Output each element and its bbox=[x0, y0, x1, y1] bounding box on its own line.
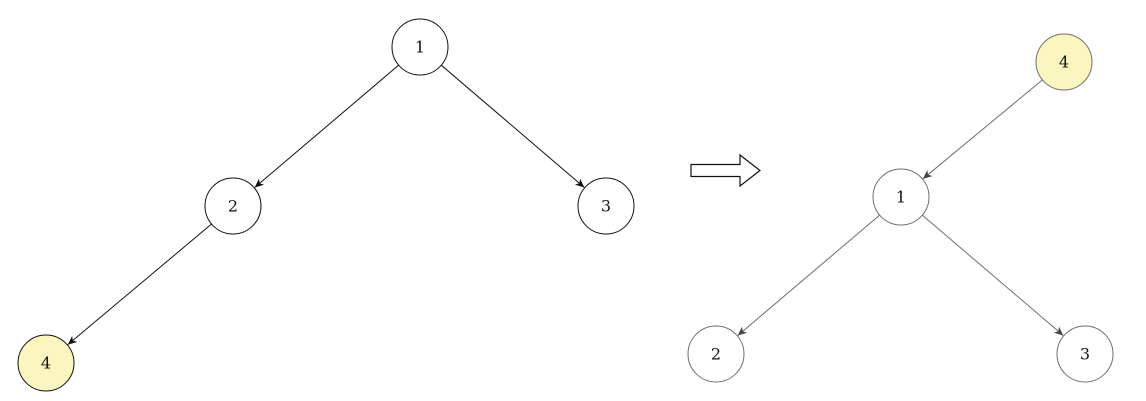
edge-1-to-3 bbox=[440, 64, 585, 188]
tree-node-3: 3 bbox=[1056, 325, 1114, 383]
tree-node-2: 2 bbox=[204, 177, 262, 235]
after-tree-edges bbox=[737, 79, 1064, 336]
node-label: 4 bbox=[1059, 53, 1069, 72]
edge-1-to-2 bbox=[254, 64, 399, 188]
tree-node-3: 3 bbox=[577, 177, 635, 235]
before-tree-nodes: 1 2 3 4 bbox=[17, 18, 635, 392]
tree-node-1: 1 bbox=[391, 18, 449, 76]
before-tree: 1 2 3 4 bbox=[17, 18, 635, 392]
node-label: 2 bbox=[711, 345, 721, 364]
tree-node-1: 1 bbox=[872, 168, 930, 226]
node-circle bbox=[1035, 33, 1093, 91]
node-label: 3 bbox=[601, 197, 611, 216]
node-label: 1 bbox=[415, 38, 425, 57]
node-label: 4 bbox=[41, 354, 51, 373]
node-label: 1 bbox=[896, 188, 906, 207]
double-arrow-right-icon bbox=[690, 153, 761, 188]
node-circle bbox=[1056, 325, 1114, 383]
after-tree-nodes: 4 1 2 3 bbox=[687, 33, 1114, 383]
node-label: 3 bbox=[1080, 345, 1090, 364]
node-label: 2 bbox=[228, 197, 238, 216]
tree-node-2: 2 bbox=[687, 325, 745, 383]
node-circle bbox=[577, 177, 635, 235]
edge-2-to-4 bbox=[67, 223, 212, 346]
node-circle bbox=[17, 334, 75, 392]
node-circle bbox=[872, 168, 930, 226]
node-circle bbox=[204, 177, 262, 235]
after-tree: 4 1 2 3 bbox=[687, 33, 1114, 383]
before-tree-edges bbox=[67, 64, 585, 346]
node-circle bbox=[391, 18, 449, 76]
edge-4-to-1 bbox=[922, 79, 1043, 180]
tree-node-4-highlighted: 4 bbox=[17, 334, 75, 392]
edge-1-to-2 bbox=[737, 214, 880, 336]
edge-1-to-3 bbox=[921, 214, 1064, 336]
tree-node-4-highlighted: 4 bbox=[1035, 33, 1093, 91]
node-circle bbox=[687, 325, 745, 383]
